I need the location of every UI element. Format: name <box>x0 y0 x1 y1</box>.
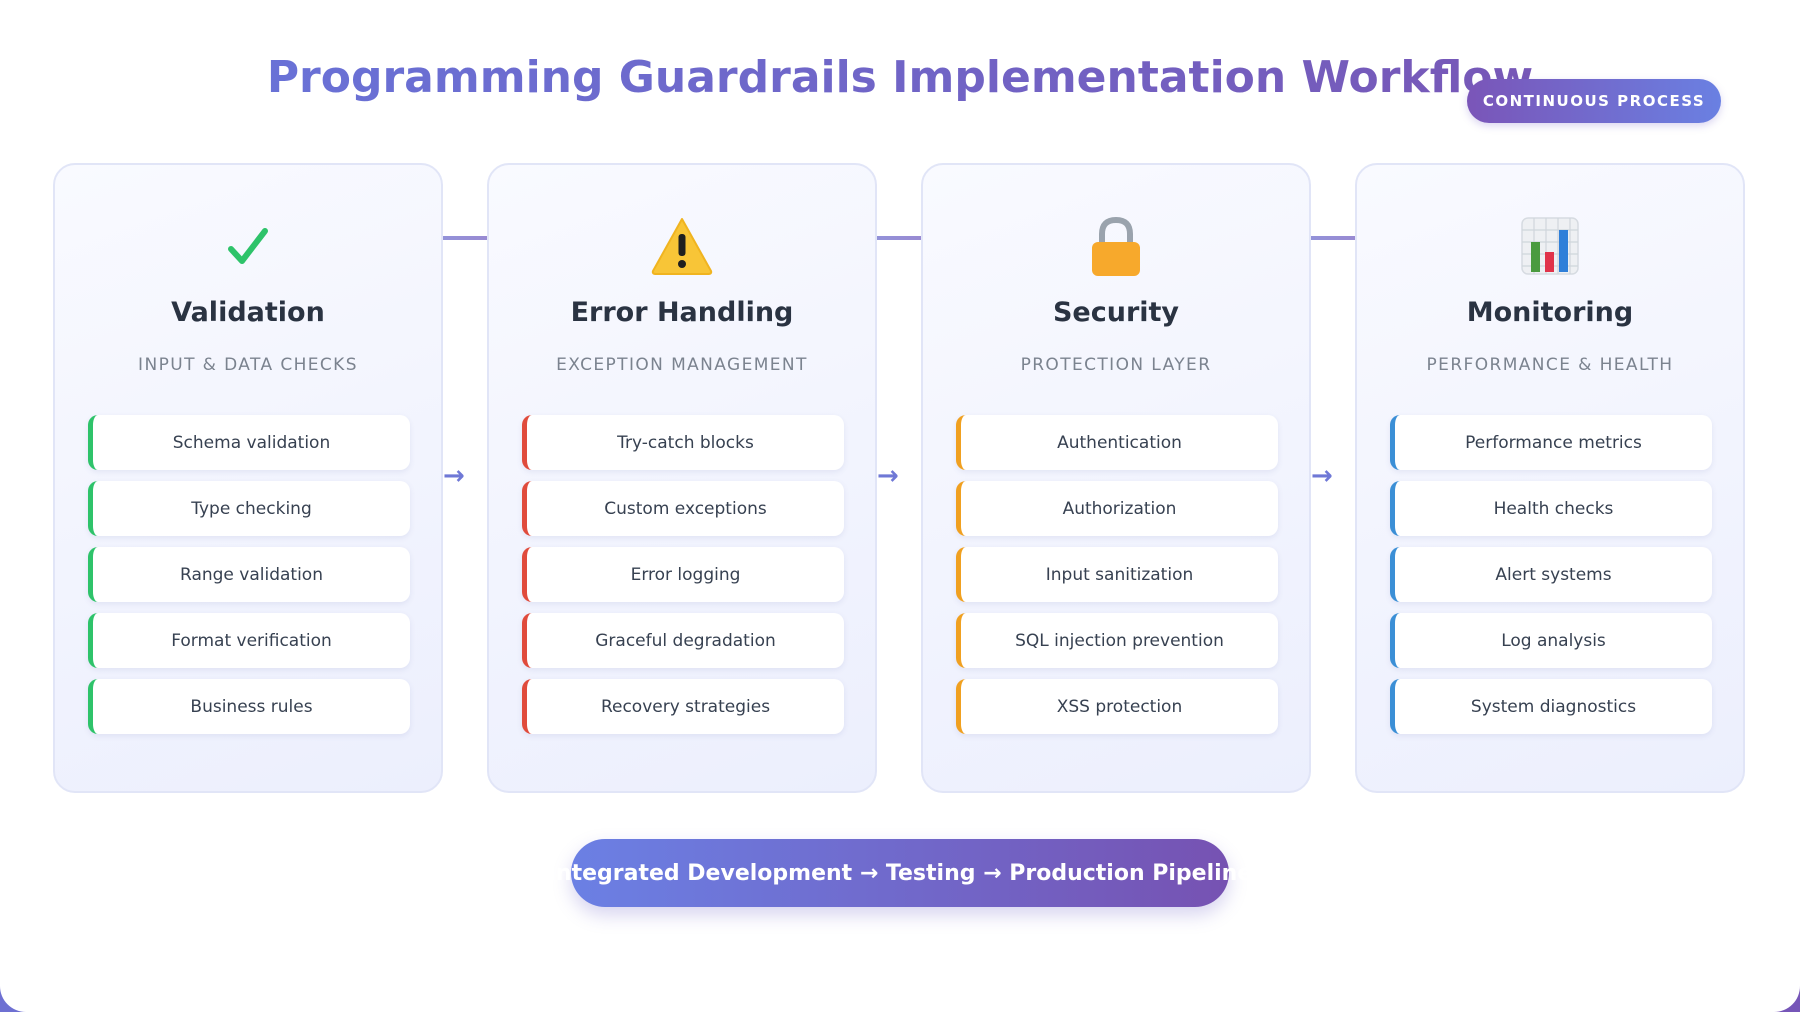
stage-card-error-handling: Error Handling EXCEPTION MANAGEMENT Try-… <box>487 163 877 793</box>
connector-line-1 <box>395 236 501 240</box>
stage-card-monitoring: Monitoring PERFORMANCE & HEALTH Performa… <box>1355 163 1745 793</box>
stage-item: Authentication <box>956 415 1278 470</box>
stage-item: SQL injection prevention <box>956 613 1278 668</box>
connector-line-2 <box>829 236 935 240</box>
stage-item: Business rules <box>88 679 410 734</box>
bar-chart-icon <box>1521 217 1579 275</box>
stage-item-list: Performance metrics Health checks Alert … <box>1390 415 1712 745</box>
stage-item: XSS protection <box>956 679 1278 734</box>
stage-item: Range validation <box>88 547 410 602</box>
warning-icon <box>651 218 713 275</box>
stage-card-validation: Validation INPUT & DATA CHECKS Schema va… <box>53 163 443 793</box>
stage-item-list: Try-catch blocks Custom exceptions Error… <box>522 415 844 745</box>
stage-title: Monitoring <box>1466 297 1634 328</box>
stage-item: Graceful degradation <box>522 613 844 668</box>
stage-title: Security <box>1052 297 1180 328</box>
stage-item: Type checking <box>88 481 410 536</box>
stage-item: Alert systems <box>1390 547 1712 602</box>
lock-icon <box>1092 216 1140 276</box>
stage-item: Log analysis <box>1390 613 1712 668</box>
stage-subtitle: EXCEPTION MANAGEMENT <box>556 355 808 375</box>
continuous-process-badge: CONTINUOUS PROCESS <box>1467 79 1721 123</box>
stage-item: Recovery strategies <box>522 679 844 734</box>
flow-arrow-3: → <box>1311 461 1333 491</box>
stage-item-list: Authentication Authorization Input sanit… <box>956 415 1278 745</box>
stage-item: Health checks <box>1390 481 1712 536</box>
flow-arrow-1: → <box>443 461 465 491</box>
stage-item: System diagnostics <box>1390 679 1712 734</box>
stage-subtitle: PERFORMANCE & HEALTH <box>1426 355 1674 375</box>
stage-title: Validation <box>171 297 325 328</box>
stage-item: Try-catch blocks <box>522 415 844 470</box>
flow-arrow-2: → <box>877 461 899 491</box>
stage-item: Schema validation <box>88 415 410 470</box>
page-title: Programming Guardrails Implementation Wo… <box>0 52 1800 103</box>
stage-card-security: Security PROTECTION LAYER Authentication… <box>921 163 1311 793</box>
stage-item-list: Schema validation Type checking Range va… <box>88 415 410 745</box>
stage-subtitle: PROTECTION LAYER <box>1020 355 1212 375</box>
pipeline-banner: Integrated Development → Testing → Produ… <box>548 839 1252 907</box>
stage-item: Authorization <box>956 481 1278 536</box>
stage-subtitle: INPUT & DATA CHECKS <box>138 355 358 375</box>
check-mark-icon <box>228 228 268 264</box>
stage-item: Custom exceptions <box>522 481 844 536</box>
stage-title: Error Handling <box>570 297 794 328</box>
stage-item: Input sanitization <box>956 547 1278 602</box>
stage-item: Error logging <box>522 547 844 602</box>
stage-item: Format verification <box>88 613 410 668</box>
stage-item: Performance metrics <box>1390 415 1712 470</box>
connector-line-3 <box>1263 236 1369 240</box>
